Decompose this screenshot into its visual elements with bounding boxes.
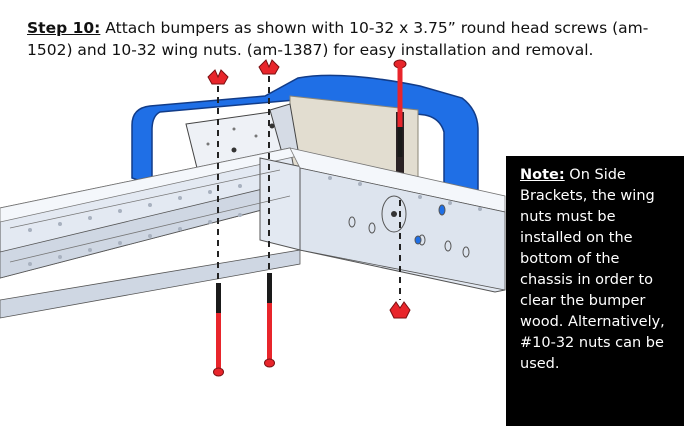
screw-middle [258,59,280,368]
step-text: Attach bumpers as shown with 10-32 x 3.7… [27,19,649,59]
note-label: Note: [520,167,565,183]
note-text: On Side Brackets, the wing nuts must be … [520,167,665,372]
screw-right [389,59,411,319]
step-label: Step 10: [27,19,101,37]
note-box: Note: On Side Brackets, the wing nuts mu… [506,156,684,426]
step-instruction: Step 10: Attach bumpers as shown with 10… [27,17,667,61]
chassis [0,147,506,319]
screw-left [207,69,229,377]
